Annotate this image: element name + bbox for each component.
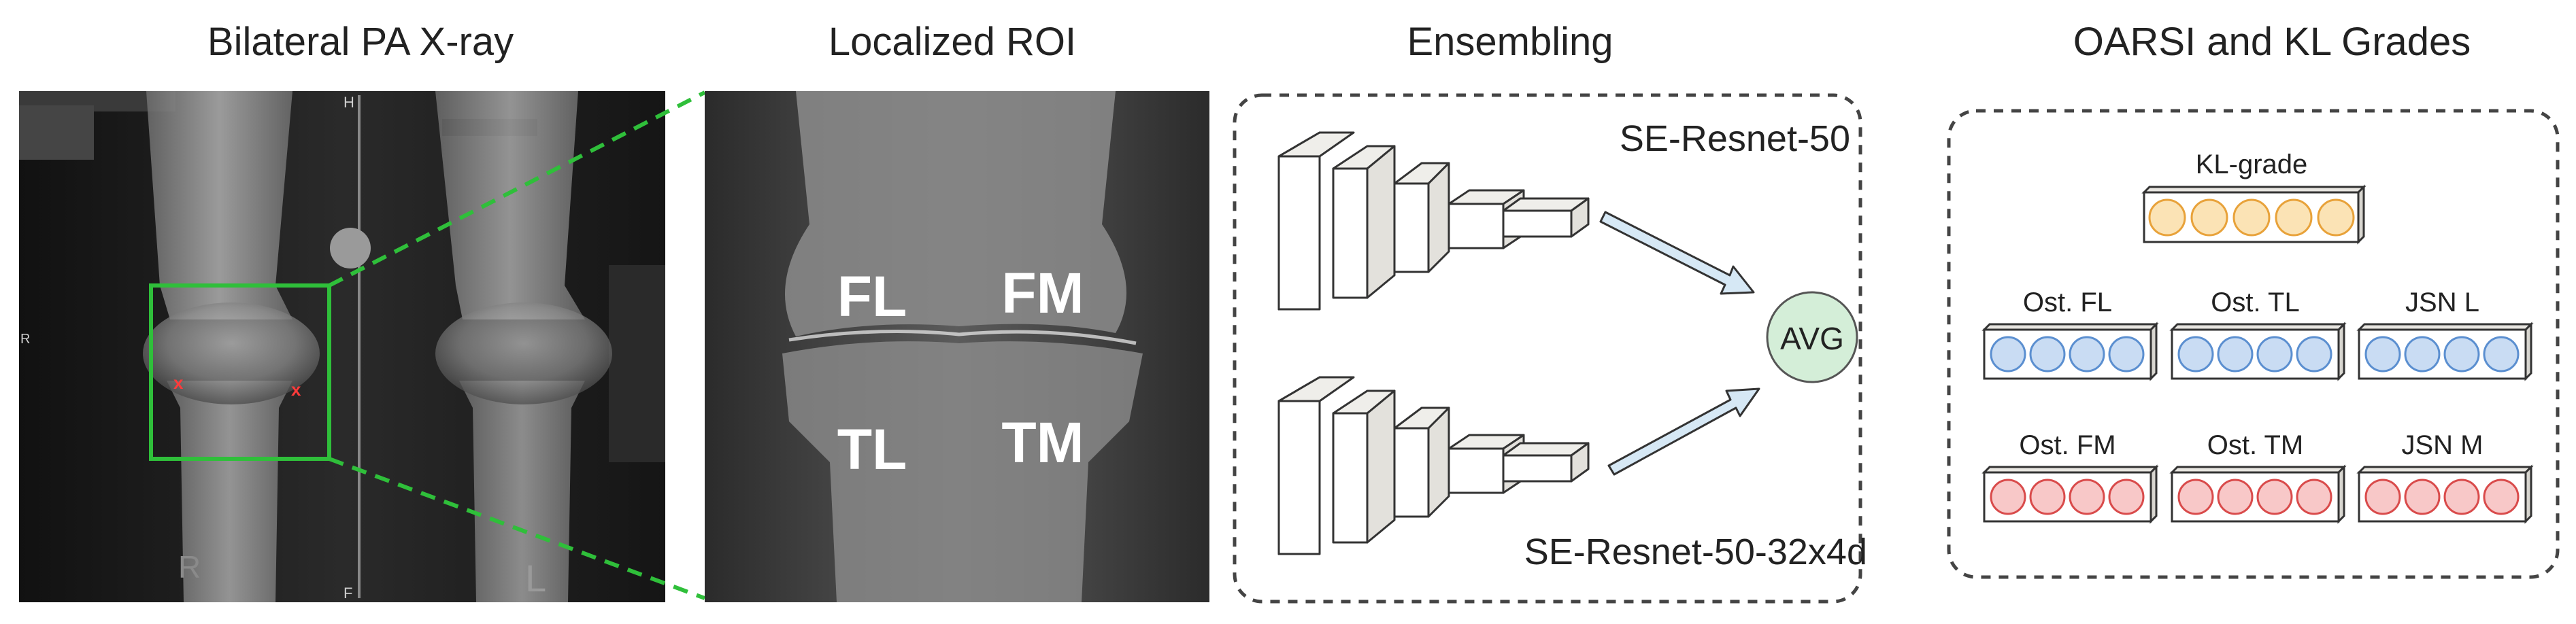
label-tm: TM	[1001, 411, 1084, 474]
heading-grades: OARSI and KL Grades	[2073, 20, 2471, 64]
head-slot	[2256, 479, 2293, 515]
kl-grade-slot	[2232, 198, 2271, 237]
prediction-head: JSN M	[2356, 430, 2534, 524]
head-row-1: Ost. FL Ost. TL JSN L	[1981, 288, 2534, 381]
avg-node	[1766, 291, 1858, 383]
marker-bottom: F	[344, 585, 352, 602]
label-fl: FL	[837, 264, 907, 328]
head-slot	[2404, 336, 2441, 372]
head-row-2: Ost. FM Ost. TM JSN M	[1981, 430, 2534, 524]
prediction-head: Ost. FL	[1981, 288, 2159, 381]
prediction-head: Ost. TM	[2169, 430, 2347, 524]
head-slot	[2404, 479, 2441, 515]
left-femur	[146, 91, 292, 319]
arrow-bottom	[1607, 387, 1760, 476]
landmark-right: x	[291, 379, 301, 400]
head-slot	[2364, 479, 2401, 515]
landmark-left: x	[173, 372, 184, 393]
marker-left: R	[20, 332, 30, 347]
head-slot	[2217, 336, 2254, 372]
prediction-head: Ost. FM	[1981, 430, 2159, 524]
left-tibia	[167, 381, 292, 602]
kl-grade-slot	[2190, 198, 2228, 237]
head-slot	[2256, 336, 2293, 372]
side-letter-left: R	[178, 549, 201, 585]
head-label: Ost. TL	[2211, 288, 2299, 317]
label-fm: FM	[1001, 261, 1084, 325]
head-label: JSN L	[2405, 288, 2479, 317]
head-slot	[2108, 336, 2145, 372]
head-label: Ost. FL	[2023, 288, 2112, 317]
calibration-ball	[330, 228, 371, 268]
head-slot	[2443, 479, 2480, 515]
heading-xray: Bilateral PA X-ray	[207, 20, 514, 64]
avg-label: AVG	[1780, 321, 1844, 356]
network-top	[1277, 131, 1590, 311]
head-slot	[2483, 479, 2520, 515]
kl-grade-head	[2141, 184, 2366, 245]
head-label: JSN M	[2402, 430, 2483, 460]
xray-image: H F R R L x x	[19, 91, 665, 602]
roi-image: FL FM TL TM	[705, 91, 1209, 602]
head-slot	[2069, 336, 2105, 372]
head-slot	[2029, 336, 2066, 372]
prediction-head: Ost. TL	[2169, 288, 2347, 381]
head-slot	[2443, 336, 2480, 372]
roi-femur	[785, 91, 1126, 336]
head-label: Ost. FM	[2019, 430, 2115, 460]
side-letter-right: L	[525, 557, 546, 600]
ensemble-frame	[1233, 93, 1862, 604]
head-slot	[2108, 479, 2145, 515]
grades-frame	[1947, 109, 2560, 579]
kl-grade-slot	[2317, 198, 2355, 237]
head-slot	[2296, 336, 2332, 372]
network-bottom	[1277, 376, 1590, 555]
model-top-label: SE-Resnet-50	[1620, 118, 1850, 159]
head-slot	[2177, 479, 2214, 515]
heading-ensembling: Ensembling	[1407, 20, 1613, 64]
zoom-line-top	[328, 90, 706, 288]
prediction-head: JSN L	[2356, 288, 2534, 381]
head-slot	[2029, 479, 2066, 515]
roi-tibia	[782, 341, 1143, 602]
label-tl: TL	[837, 417, 907, 481]
right-tibia	[459, 381, 585, 602]
kl-grade-slot	[2148, 198, 2186, 237]
head-slot	[1990, 479, 2026, 515]
arrow-top	[1599, 211, 1755, 295]
head-slot	[2483, 336, 2520, 372]
zoom-line-bottom	[328, 457, 706, 600]
head-slot	[2069, 479, 2105, 515]
kl-grade-label: KL-grade	[2196, 150, 2308, 179]
heading-roi: Localized ROI	[828, 20, 1077, 64]
head-slot	[1990, 336, 2026, 372]
roi-box	[149, 283, 331, 461]
kl-grade-slot	[2275, 198, 2313, 237]
marker-top: H	[344, 94, 354, 111]
head-slot	[2364, 336, 2401, 372]
head-slot	[2296, 479, 2332, 515]
head-slot	[2217, 479, 2254, 515]
right-femur	[435, 91, 585, 319]
model-bottom-label: SE-Resnet-50-32x4d	[1524, 532, 1867, 572]
head-label: Ost. TM	[2207, 430, 2303, 460]
head-slot	[2177, 336, 2214, 372]
